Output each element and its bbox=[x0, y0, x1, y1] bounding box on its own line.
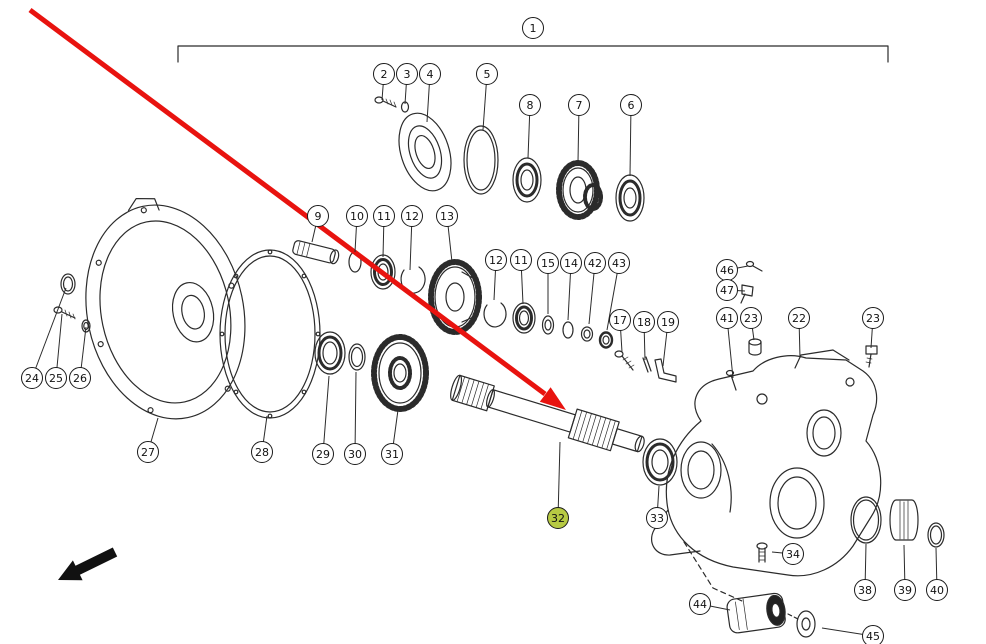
part-25-screw bbox=[53, 306, 76, 320]
part-43-locknut bbox=[598, 331, 614, 349]
part-9-shaft-stub bbox=[292, 240, 340, 265]
part-23-plug bbox=[748, 338, 762, 356]
callout-11[interactable]: 11 bbox=[373, 205, 395, 227]
callout-1[interactable]: 1 bbox=[522, 17, 544, 39]
callout-23[interactable]: 23 bbox=[740, 307, 762, 329]
leader-line-30 bbox=[354, 371, 357, 455]
part-38-o-ring bbox=[850, 496, 882, 544]
callout-41[interactable]: 41 bbox=[716, 307, 738, 329]
leader-line-24 bbox=[31, 287, 67, 379]
callout-25[interactable]: 25 bbox=[45, 367, 67, 389]
part-28-gasket bbox=[219, 249, 321, 419]
part-46-screw bbox=[745, 260, 763, 272]
part-39-threaded-plug bbox=[889, 499, 919, 541]
part-17-bolt bbox=[614, 350, 635, 371]
callout-40[interactable]: 40 bbox=[926, 579, 948, 601]
callout-10[interactable]: 10 bbox=[346, 205, 368, 227]
callout-39[interactable]: 39 bbox=[894, 579, 916, 601]
callout-19[interactable]: 19 bbox=[657, 311, 679, 333]
callout-6[interactable]: 6 bbox=[620, 94, 642, 116]
callout-23[interactable]: 23 bbox=[862, 307, 884, 329]
callout-18[interactable]: 18 bbox=[633, 311, 655, 333]
leader-line-32 bbox=[557, 441, 561, 519]
part-44-bushing bbox=[726, 592, 786, 634]
callout-42[interactable]: 42 bbox=[584, 252, 606, 274]
part-33-bearing bbox=[642, 438, 678, 486]
part-42-nut bbox=[580, 326, 594, 342]
part-19-bracket bbox=[654, 358, 677, 383]
callout-4[interactable]: 4 bbox=[419, 63, 441, 85]
callout-13[interactable]: 13 bbox=[436, 205, 458, 227]
callout-2[interactable]: 2 bbox=[373, 63, 395, 85]
callout-43[interactable]: 43 bbox=[608, 252, 630, 274]
callout-33[interactable]: 33 bbox=[646, 507, 668, 529]
callout-28[interactable]: 28 bbox=[251, 441, 273, 463]
callout-14[interactable]: 14 bbox=[560, 252, 582, 274]
callout-47[interactable]: 47 bbox=[716, 279, 738, 301]
leader-line-6 bbox=[629, 104, 632, 177]
part-40-ring bbox=[927, 522, 945, 548]
part-15-washer bbox=[541, 315, 555, 335]
part-24-ring bbox=[60, 273, 76, 295]
part-32-main-shaft bbox=[450, 374, 645, 453]
callout-22[interactable]: 22 bbox=[788, 307, 810, 329]
callout-3[interactable]: 3 bbox=[396, 63, 418, 85]
callout-12[interactable]: 12 bbox=[401, 205, 423, 227]
callout-29[interactable]: 29 bbox=[312, 443, 334, 465]
callout-30[interactable]: 30 bbox=[344, 443, 366, 465]
part-41-stud bbox=[725, 369, 737, 391]
callout-8[interactable]: 8 bbox=[519, 94, 541, 116]
callout-11[interactable]: 11 bbox=[510, 249, 532, 271]
callout-31[interactable]: 31 bbox=[381, 443, 403, 465]
part-7-gear bbox=[556, 160, 603, 220]
callout-15[interactable]: 15 bbox=[537, 252, 559, 274]
callout-46[interactable]: 46 bbox=[716, 259, 738, 281]
callout-26[interactable]: 26 bbox=[69, 367, 91, 389]
part-12-circlip bbox=[400, 266, 426, 294]
part-11-bearing bbox=[512, 302, 536, 334]
part-30-ring bbox=[348, 343, 366, 371]
callout-44[interactable]: 44 bbox=[689, 593, 711, 615]
assembly-bracket bbox=[177, 45, 889, 63]
callout-38[interactable]: 38 bbox=[854, 579, 876, 601]
part-4-cover-plate bbox=[398, 112, 452, 192]
part-14-washer bbox=[562, 321, 574, 339]
callout-34[interactable]: 34 bbox=[782, 543, 804, 565]
leader-line-29 bbox=[322, 375, 330, 455]
part-8-bearing bbox=[512, 157, 542, 203]
callout-32[interactable]: 32 bbox=[547, 507, 569, 529]
part-31-gear bbox=[371, 334, 429, 412]
part-29-bearing bbox=[314, 331, 346, 375]
part-45-cap bbox=[796, 610, 816, 638]
part-34-screw bbox=[756, 542, 768, 563]
callout-27[interactable]: 27 bbox=[137, 441, 159, 463]
callout-9[interactable]: 9 bbox=[307, 205, 329, 227]
part-22-gearbox-housing bbox=[650, 349, 882, 577]
callout-45[interactable]: 45 bbox=[862, 625, 884, 644]
callout-24[interactable]: 24 bbox=[21, 367, 43, 389]
direction-arrow bbox=[58, 547, 118, 581]
part-5-gasket bbox=[463, 125, 499, 195]
part-27-housing-cover bbox=[85, 197, 246, 420]
red-pointer-arrow bbox=[28, 7, 566, 410]
callout-5[interactable]: 5 bbox=[476, 63, 498, 85]
part-2-bolt bbox=[374, 96, 397, 108]
callout-12[interactable]: 12 bbox=[485, 249, 507, 271]
callout-7[interactable]: 7 bbox=[568, 94, 590, 116]
callout-17[interactable]: 17 bbox=[609, 309, 631, 331]
part-18-pin bbox=[642, 356, 652, 373]
part-12-circlip bbox=[483, 302, 507, 328]
